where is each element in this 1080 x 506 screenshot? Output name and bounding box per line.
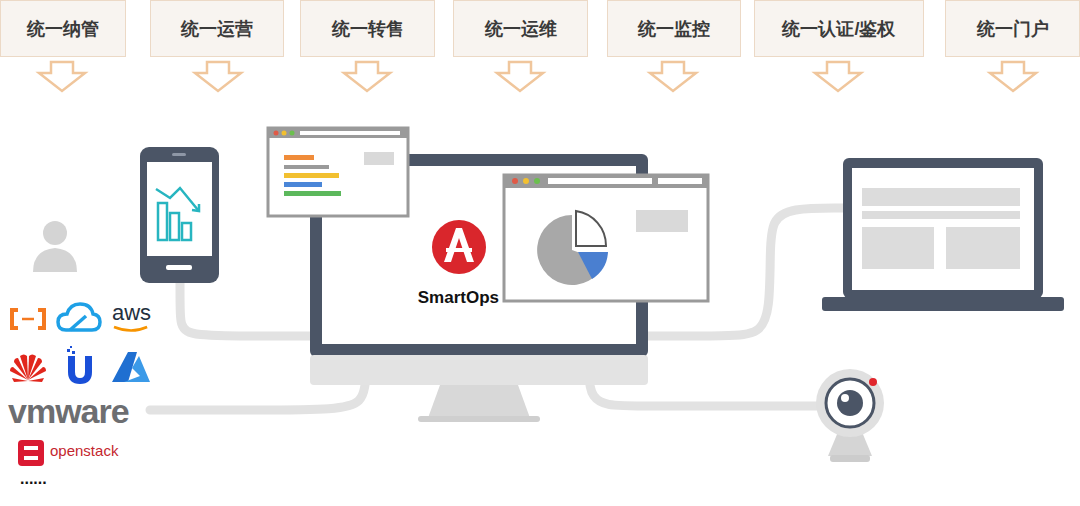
down-arrows [39,62,1036,91]
laptop [822,158,1064,311]
wire [150,385,365,410]
aws-smile [114,327,147,331]
down-arrow [650,62,696,91]
openstack-logo-text: openstack [50,442,118,459]
down-arrow [344,62,390,91]
feature-label: 统一认证/鉴权 [782,17,895,41]
feature-box: 统一认证/鉴权 [754,0,924,57]
down-arrow [195,62,241,91]
huawei-logo [10,355,46,383]
feature-label: 统一门户 [977,17,1049,41]
feature-label: 统一监控 [638,17,710,41]
down-arrow [990,62,1036,91]
browser-window [504,175,708,301]
webcam [816,369,884,462]
openstack-logo [18,440,44,466]
down-arrow [39,62,85,91]
browser-window [268,128,408,216]
feature-box: 统一转售 [300,0,435,57]
feature-label: 统一转售 [332,17,404,41]
ucloud-logo [67,346,92,384]
down-arrow [815,62,861,91]
feature-label: 统一运营 [181,17,253,41]
down-arrow [497,62,543,91]
feature-box: 统一门户 [945,0,1080,57]
wire [590,385,816,406]
user-icon [33,221,77,272]
product-name: SmartOps [418,288,499,308]
feature-box: 统一纳管 [0,0,126,57]
aws-logo-text: aws [112,300,151,326]
feature-box: 统一运维 [453,0,588,57]
aliyun-logo [12,310,44,328]
azure-logo [112,352,150,382]
vmware-logo-text: vmware [8,392,129,431]
ellipsis: ...... [20,470,47,488]
feature-label: 统一纳管 [27,17,99,41]
monitor-screen: SmartOps [322,166,636,344]
feature-label: 统一运维 [485,17,557,41]
phone [140,147,219,283]
wire [180,283,312,336]
feature-box: 统一运营 [150,0,284,57]
tencent-cloud-logo [58,304,100,330]
feature-box: 统一监控 [607,0,741,57]
